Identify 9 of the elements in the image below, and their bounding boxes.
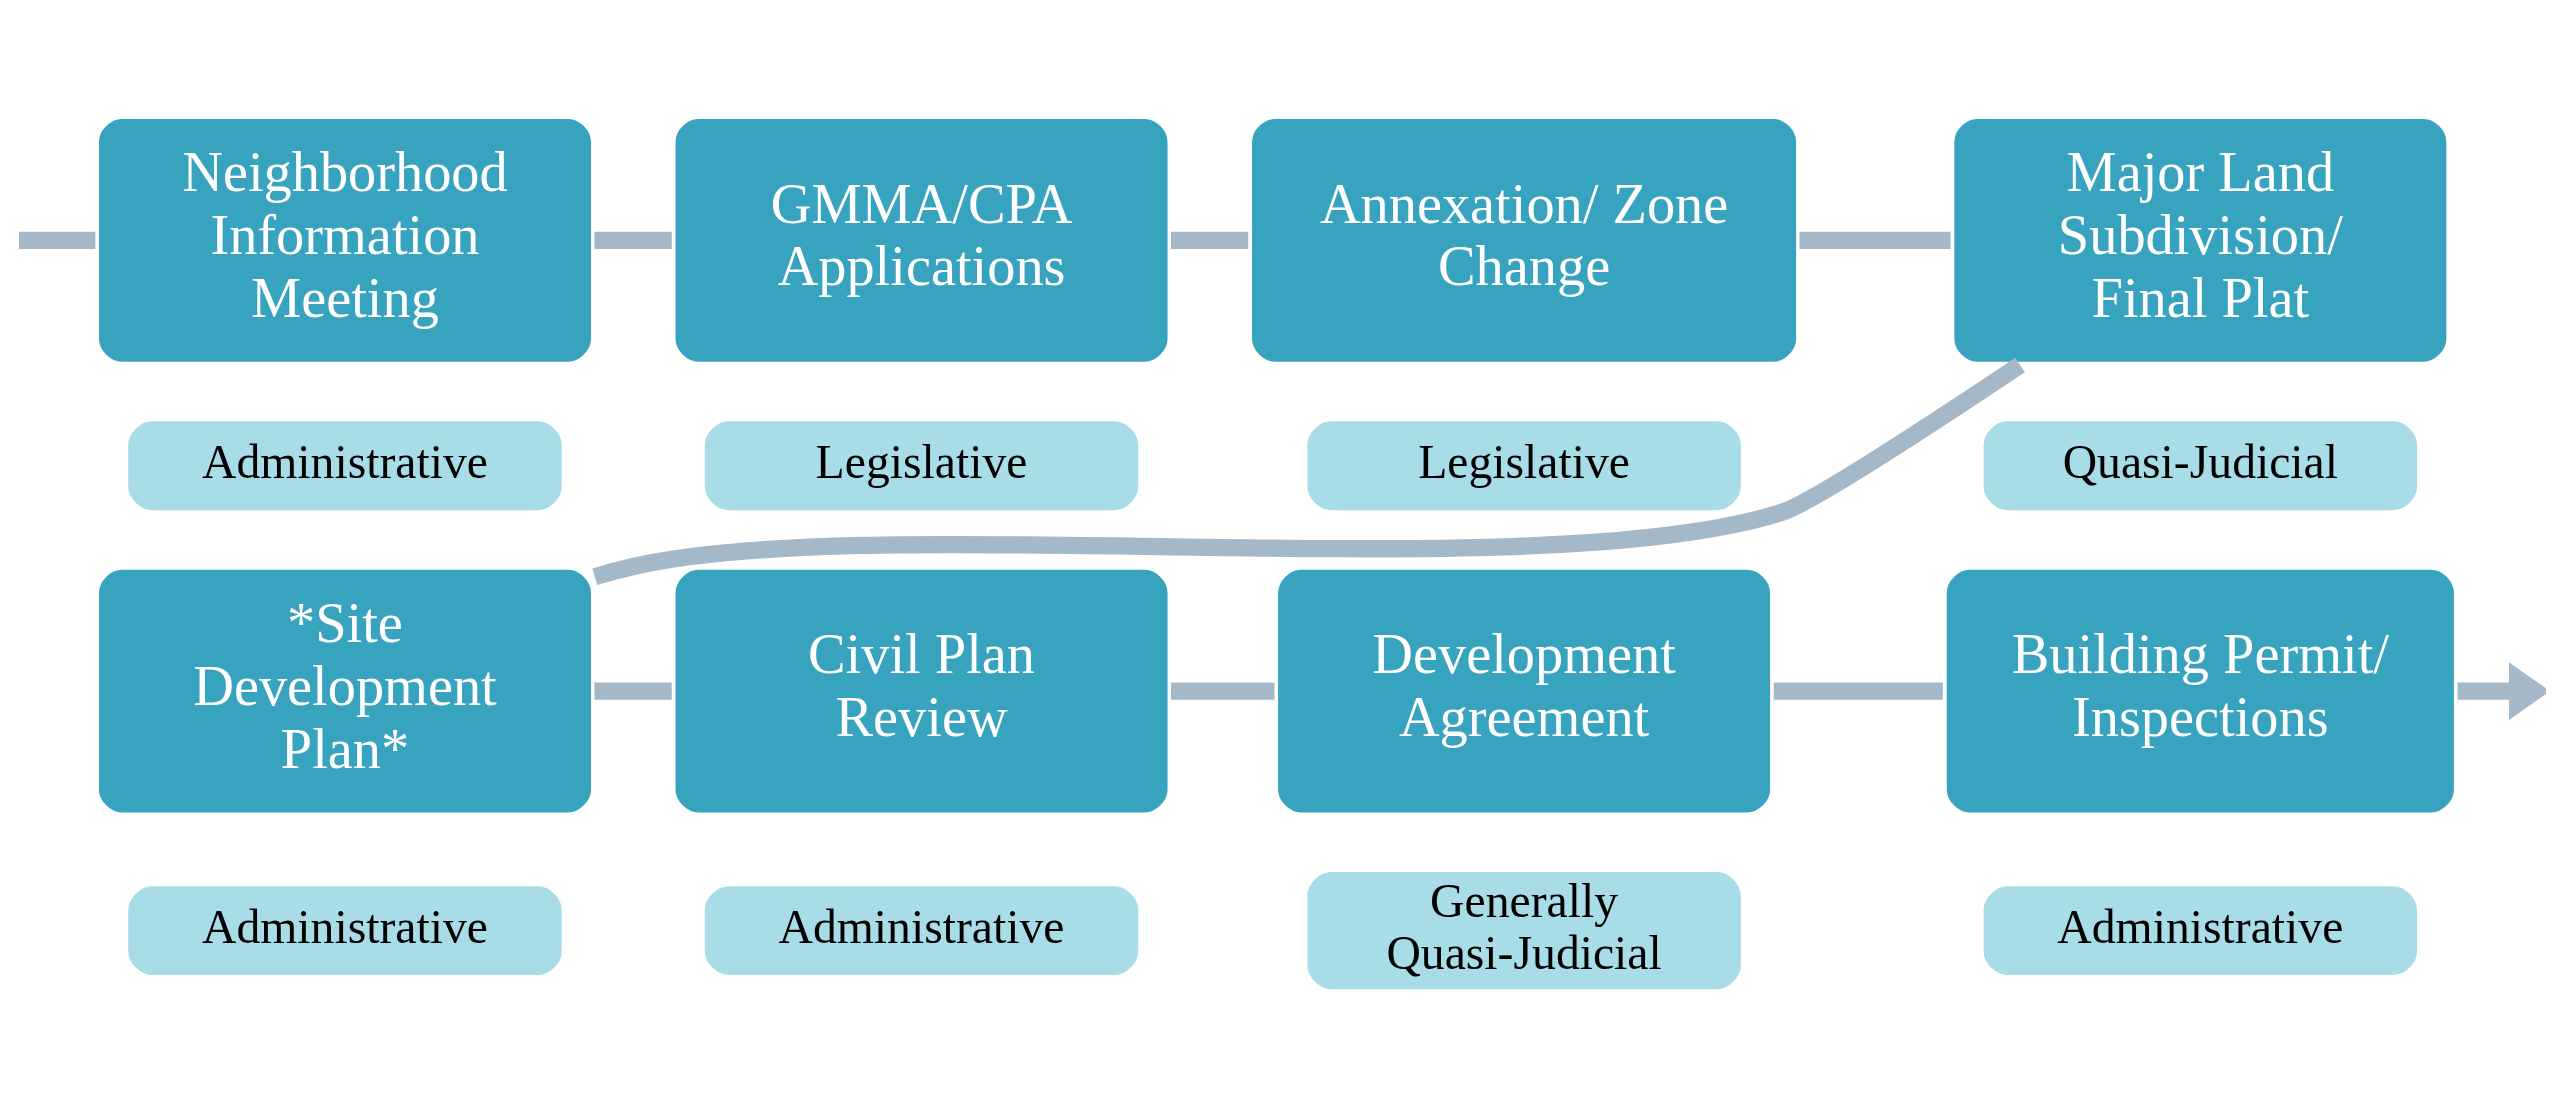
connector [1171, 231, 1249, 249]
connector [1171, 681, 1275, 700]
connector [1773, 681, 1943, 700]
connector [19, 231, 96, 249]
connector [592, 357, 2025, 585]
arrow [2457, 661, 2546, 720]
connector [1799, 231, 1951, 249]
connector [594, 681, 672, 700]
connector [594, 231, 672, 249]
